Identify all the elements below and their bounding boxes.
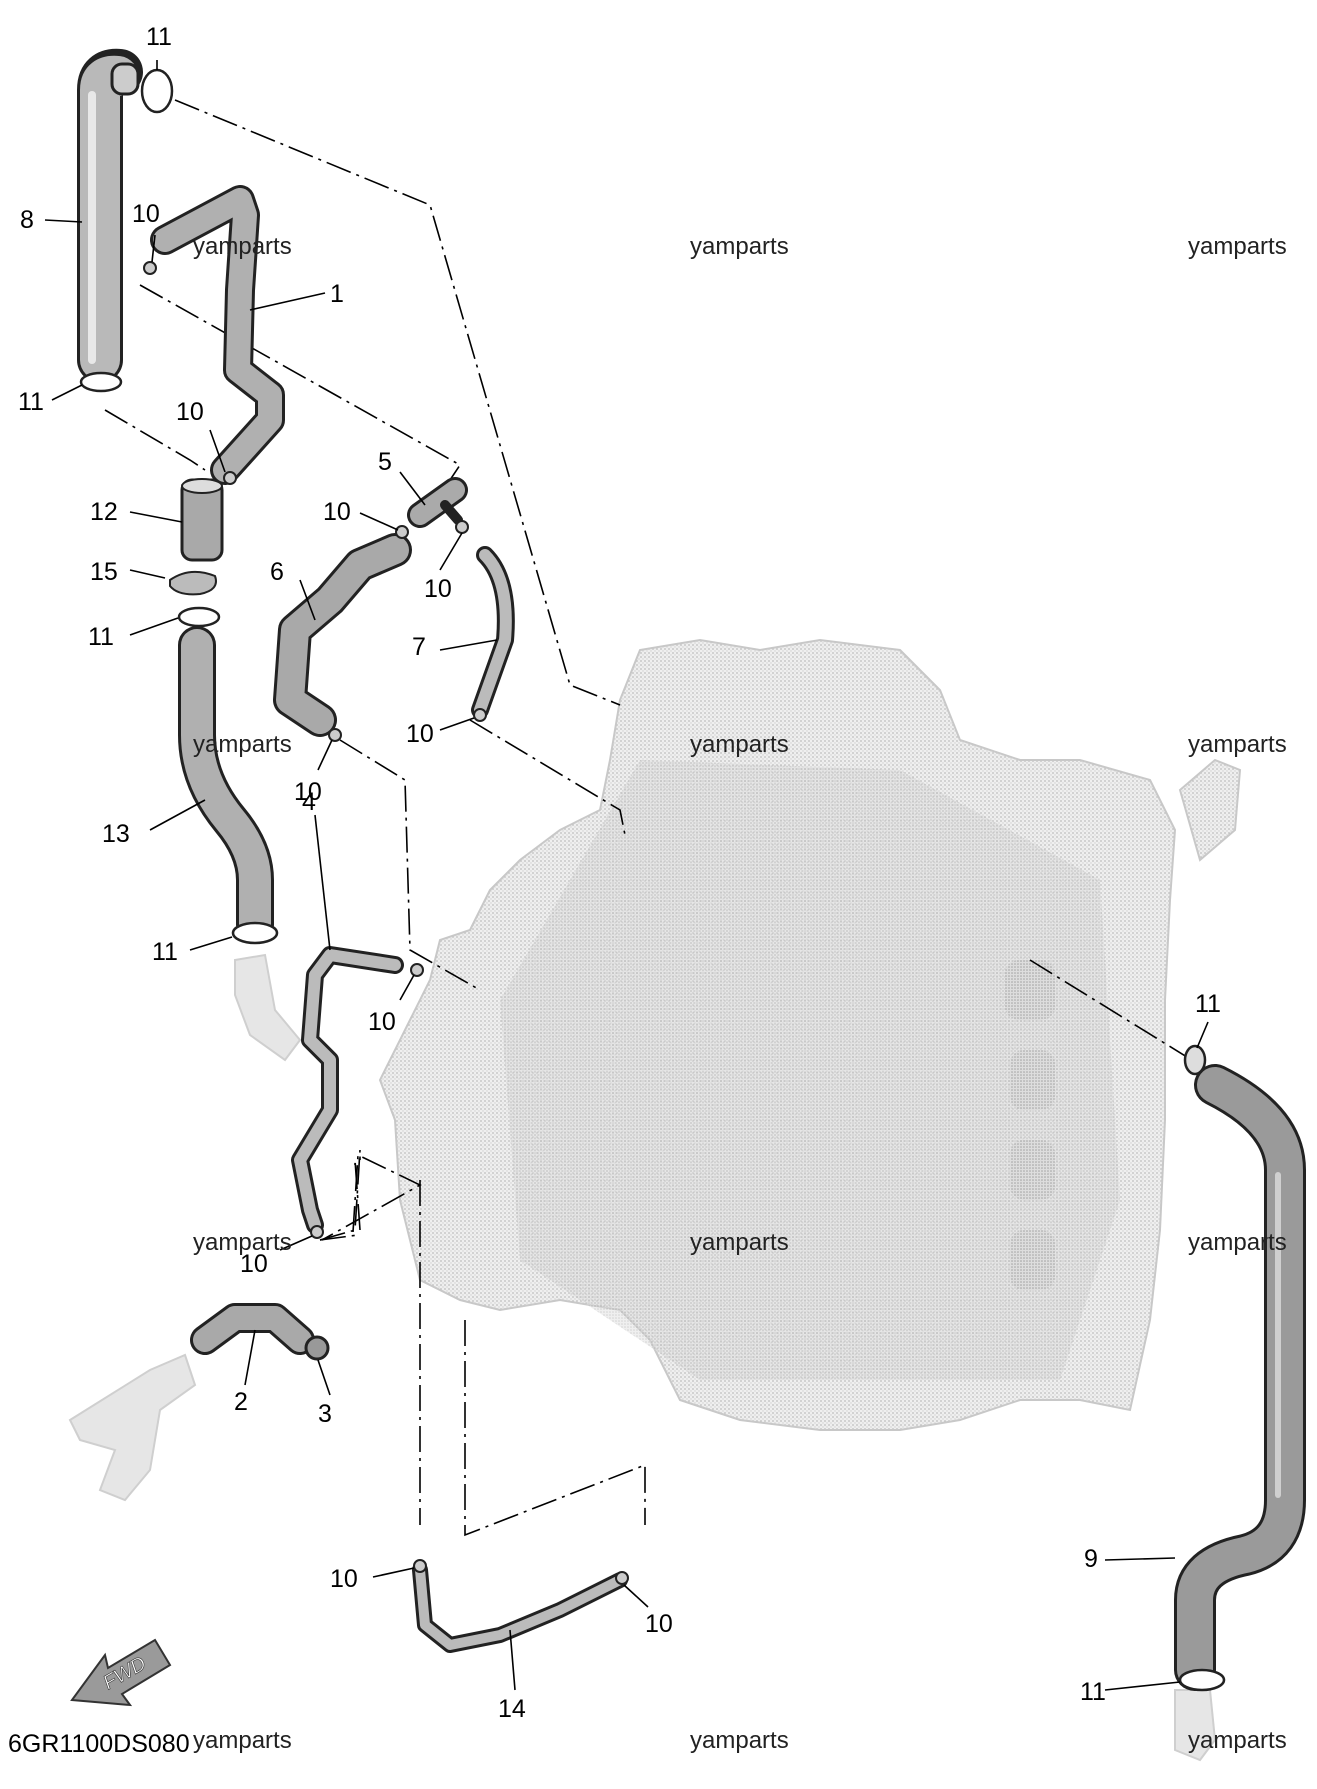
label-6: 6 bbox=[270, 558, 284, 586]
part-13-hose bbox=[178, 626, 274, 944]
label-11: 11 bbox=[1195, 990, 1221, 1018]
label-10: 10 bbox=[368, 1008, 396, 1036]
leader-lines bbox=[44, 60, 1209, 1691]
label-7: 7 bbox=[412, 633, 426, 661]
label-15: 15 bbox=[90, 558, 118, 586]
label-12: 12 bbox=[90, 498, 118, 526]
part-14-hose bbox=[412, 1562, 628, 1653]
label-11: 11 bbox=[146, 23, 172, 51]
label-10: 10 bbox=[132, 200, 160, 228]
watermark-text: yamparts bbox=[1188, 1229, 1287, 1256]
label-5: 5 bbox=[378, 448, 392, 476]
label-10: 10 bbox=[323, 498, 351, 526]
fwd-arrow: FWD bbox=[70, 1638, 172, 1707]
watermark-text: yamparts bbox=[1188, 731, 1287, 758]
part-5-tee bbox=[407, 477, 468, 528]
label-14: 14 bbox=[498, 1695, 526, 1723]
engine-block bbox=[378, 638, 1242, 1431]
watermark-text: yamparts bbox=[1188, 233, 1287, 260]
label-4: 4 bbox=[302, 788, 316, 816]
label-11: 11 bbox=[1080, 1678, 1106, 1706]
label-11: 11 bbox=[152, 938, 178, 966]
watermarks: yamparts yamparts yamparts yamparts yamp… bbox=[193, 233, 1287, 1754]
part-labels: 11 8 10 1 11 10 5 12 10 10 15 6 11 7 10 … bbox=[18, 23, 1221, 1723]
label-10: 10 bbox=[294, 778, 322, 806]
label-10: 10 bbox=[330, 1565, 358, 1593]
part-7-hose bbox=[471, 546, 515, 719]
clamps bbox=[79, 68, 1226, 1692]
diagram-code: 6GR1100DS080 bbox=[8, 1730, 190, 1758]
part-15-clamp bbox=[169, 570, 217, 596]
part-4-hose bbox=[291, 946, 404, 1234]
watermark-text: yamparts bbox=[193, 731, 292, 758]
ghost-fittings bbox=[68, 953, 1217, 1762]
label-13: 13 bbox=[102, 820, 130, 848]
label-3: 3 bbox=[318, 1400, 332, 1428]
watermark-text: yamparts bbox=[690, 731, 789, 758]
label-8: 8 bbox=[20, 206, 34, 234]
watermark-text: yamparts bbox=[690, 1727, 789, 1754]
watermark-text: yamparts bbox=[193, 1727, 292, 1754]
label-11: 11 bbox=[18, 388, 44, 416]
label-10: 10 bbox=[424, 575, 452, 603]
connection-lines bbox=[104, 99, 1196, 1537]
watermark-text: yamparts bbox=[690, 233, 789, 260]
part-8-hose bbox=[77, 48, 143, 383]
part-3-clamp bbox=[304, 1335, 330, 1361]
label-10: 10 bbox=[406, 720, 434, 748]
watermark-text: yamparts bbox=[1188, 1727, 1287, 1754]
watermark-text: yamparts bbox=[690, 1229, 789, 1256]
part-6-hose bbox=[273, 533, 412, 737]
label-11: 11 bbox=[88, 623, 114, 651]
part-1-hose bbox=[150, 185, 285, 485]
label-10: 10 bbox=[176, 398, 204, 426]
watermark-text: yamparts bbox=[193, 233, 292, 260]
label-10: 10 bbox=[240, 1250, 268, 1278]
watermark-text: yamparts bbox=[193, 1229, 292, 1256]
label-1: 1 bbox=[330, 280, 344, 308]
label-10: 10 bbox=[645, 1610, 673, 1638]
part-12-coupler bbox=[180, 478, 224, 562]
part-9-hose bbox=[1174, 1064, 1306, 1691]
part-2-hose bbox=[190, 1303, 315, 1355]
label-9: 9 bbox=[1084, 1545, 1098, 1573]
label-2: 2 bbox=[234, 1388, 248, 1416]
